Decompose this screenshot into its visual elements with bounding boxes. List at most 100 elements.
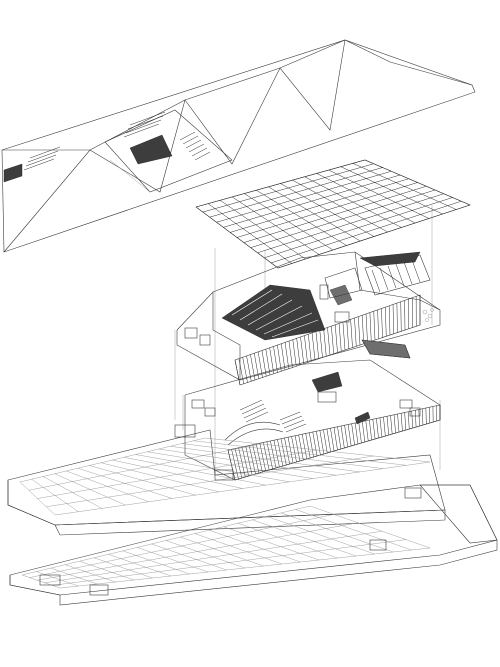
- roof-outline: [1, 39, 476, 253]
- parking-aisle-line: [37, 449, 318, 499]
- screen-mullion: [372, 419, 376, 440]
- screen-mullion: [292, 339, 297, 367]
- ground-dark-stair: [311, 371, 343, 393]
- parking-aisle-line: [28, 443, 262, 491]
- screen-mullion: [301, 434, 307, 460]
- parking-stall-line: [209, 529, 301, 563]
- screen-mullion: [354, 422, 359, 445]
- parking-aisle-line: [21, 505, 311, 576]
- truss-girder: [220, 200, 306, 260]
- roof-stair-hatch: [23, 111, 211, 171]
- roof-truss-layer: [195, 159, 471, 269]
- screen-mullion: [334, 324, 338, 353]
- screen-mullion: [307, 334, 312, 362]
- truss-grid-lines: [195, 159, 471, 269]
- screen-mullion: [331, 326, 334, 354]
- screen-mullion: [330, 428, 335, 452]
- ground-screen-facade: [227, 404, 441, 481]
- screen-mullion: [396, 303, 398, 333]
- parking-aisle-line: [37, 522, 359, 581]
- screen-mullion: [407, 411, 410, 430]
- parking-aisle-line: [46, 455, 374, 507]
- screen-mullion: [369, 312, 372, 342]
- screen-mullion: [415, 410, 417, 428]
- projection-lines: [174, 205, 441, 475]
- screen-mullion: [259, 443, 266, 472]
- truss-girder: [280, 183, 375, 237]
- basement-upper-parking-grid: [19, 437, 431, 516]
- truss-girder: [328, 169, 429, 219]
- screen-mullion: [361, 315, 364, 344]
- screen-mullion: [269, 347, 274, 374]
- screen-mullion: [365, 313, 368, 343]
- ground-curved-wall-inner: [227, 428, 284, 446]
- screen-mullion: [294, 435, 301, 462]
- basement-lower-layer: [9, 484, 498, 606]
- upper-level-wall: [212, 292, 241, 380]
- ground-stair-hatch: [239, 399, 307, 433]
- truss-outline: [195, 159, 471, 269]
- roof-edge: [344, 39, 391, 63]
- truss-girder: [268, 186, 361, 242]
- parking-aisle-line: [29, 514, 335, 578]
- screen-mullion: [393, 414, 396, 434]
- screen-mullion: [309, 432, 314, 458]
- screen-mullion: [319, 430, 325, 455]
- upper-right-hatch: [371, 259, 421, 293]
- screen-mullion: [288, 341, 293, 368]
- screen-mullion: [234, 359, 241, 386]
- screen-mullion: [281, 343, 286, 371]
- upper-interior-walls: [184, 284, 350, 346]
- roof-layer: [1, 39, 476, 253]
- truss-girder: [340, 166, 443, 215]
- truss-girder: [292, 179, 388, 233]
- screen-mullion: [379, 417, 383, 438]
- screen-mullion: [411, 410, 413, 429]
- truss-girder: [232, 196, 320, 255]
- parking-stall-line: [93, 557, 153, 579]
- screen-mullion: [252, 444, 260, 474]
- parking-stall-line: [223, 526, 320, 561]
- screen-mullion: [327, 327, 331, 356]
- screen-mullion: [340, 425, 345, 449]
- screen-mullion: [376, 418, 379, 439]
- screen-mullion: [344, 425, 348, 448]
- screen-mullion: [333, 427, 338, 451]
- parking-stall-line: [266, 516, 375, 555]
- parking-stall-line: [108, 554, 172, 577]
- parking-aisle-line: [52, 539, 407, 586]
- roof-dark-corner: [3, 163, 23, 183]
- screen-mullion: [316, 431, 321, 456]
- basement-lower-outline: [9, 484, 498, 596]
- screen-mullion: [392, 304, 394, 334]
- screen-mullion: [300, 336, 304, 364]
- screen-mullion: [312, 431, 318, 457]
- basement-ramp: [419, 484, 498, 544]
- truss-girder: [207, 203, 292, 264]
- screen-mullion: [284, 342, 289, 369]
- screen-mullion: [386, 416, 389, 436]
- stage-box: [324, 267, 363, 299]
- basement-upper-cores: [174, 424, 422, 499]
- screen-mullion: [241, 446, 249, 477]
- screen-mullion: [388, 305, 391, 336]
- parking-stall-line: [194, 533, 283, 565]
- basement-upper-layer: [7, 424, 446, 536]
- parking-stall-line: [151, 543, 227, 571]
- truss-girder: [195, 206, 279, 269]
- screen-mullion: [273, 346, 278, 373]
- roof-fold-lines: [3, 39, 346, 253]
- parking-stall-line: [180, 536, 264, 567]
- screen-mullion: [346, 320, 349, 349]
- parking-stall-line: [65, 564, 116, 583]
- parking-stall-line: [122, 550, 190, 575]
- screen-mullion: [256, 443, 263, 473]
- screen-mullion: [390, 415, 393, 435]
- screen-mullion: [277, 345, 282, 372]
- screen-mullion: [342, 322, 346, 351]
- auditorium-seating: [221, 284, 326, 341]
- roof-opening: [104, 109, 233, 193]
- screen-mullion: [238, 358, 244, 384]
- screen-mullion: [400, 413, 403, 432]
